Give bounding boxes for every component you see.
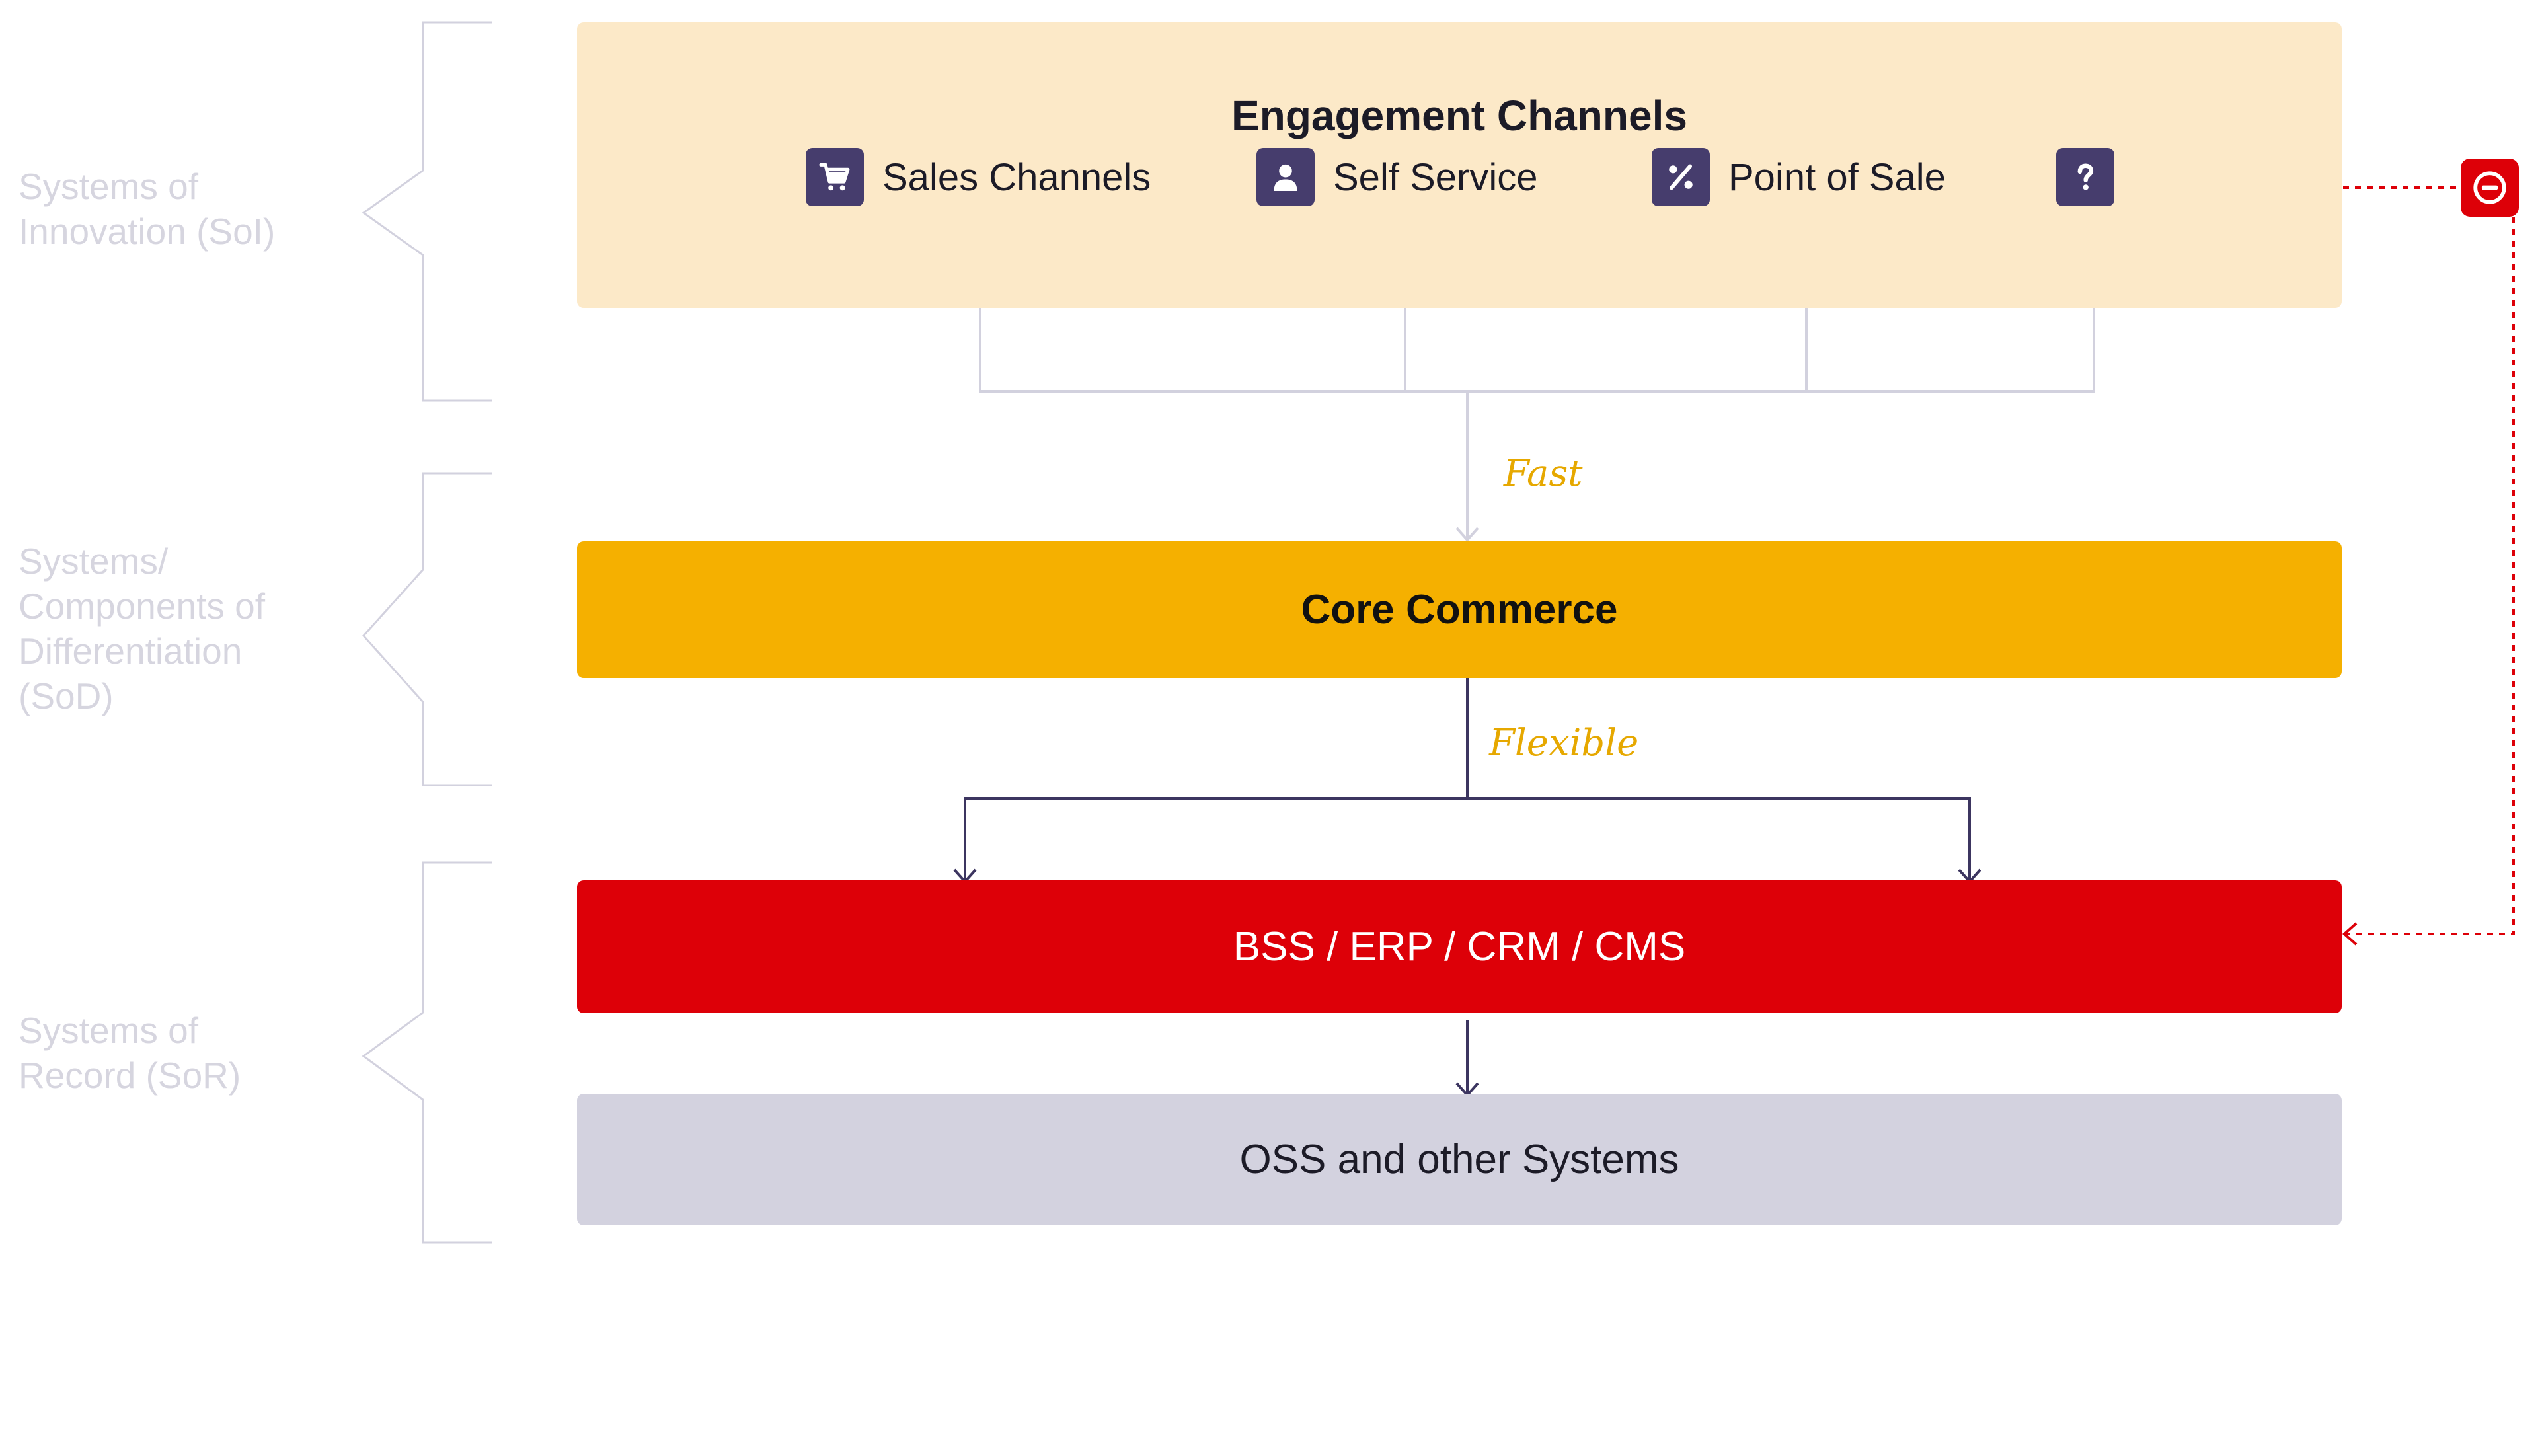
channel-point-of-sale[interactable]: Point of Sale xyxy=(1652,147,1946,208)
layer-brace-sod xyxy=(362,472,492,786)
fast-label: Fast xyxy=(1504,452,1583,495)
channel-self-service[interactable]: Self Service xyxy=(1256,147,1537,208)
flexible-label: Flexible xyxy=(1489,722,1639,765)
system-of-record-block[interactable]: BSS / ERP / CRM / CMS xyxy=(577,880,2342,1013)
channel-label: Self Service xyxy=(1333,155,1538,199)
sor-to-oss-arrow xyxy=(1455,1020,1479,1098)
user-icon xyxy=(1256,148,1315,206)
engagement-channels-title: Engagement Channels xyxy=(1231,92,1687,139)
core-commerce-block[interactable]: Core Commerce xyxy=(577,541,2342,678)
layer-brace-sor xyxy=(362,861,492,1244)
flexible-arrow xyxy=(964,678,1971,882)
channel-unknown[interactable] xyxy=(2056,147,2114,208)
channel-label: Point of Sale xyxy=(1728,155,1946,199)
system-of-record-title: BSS / ERP / CRM / CMS xyxy=(1233,924,1686,970)
layer-label-sod: Systems/ Components of Differentiation (… xyxy=(19,541,265,716)
layer-brace-soi xyxy=(362,21,492,402)
oss-block[interactable]: OSS and other Systems xyxy=(577,1094,2342,1225)
bypass-marker[interactable] xyxy=(2461,159,2519,217)
layer-label-sor: Systems of Record (SoR) xyxy=(19,1010,241,1096)
layer-label-soi: Systems of Innovation (SoI) xyxy=(19,166,276,252)
oss-title: OSS and other Systems xyxy=(1239,1137,1679,1182)
bypass-arrowhead xyxy=(2342,922,2358,946)
channel-sales[interactable]: Sales Channels xyxy=(806,147,1151,208)
percent-icon xyxy=(1652,148,1710,206)
core-commerce-title: Core Commerce xyxy=(1301,587,1618,632)
channel-connector xyxy=(979,308,2095,393)
stop-icon xyxy=(2473,171,2506,204)
question-icon xyxy=(2056,148,2114,206)
fast-arrow xyxy=(1455,391,1479,543)
engagement-channels-block[interactable]: Engagement Channels xyxy=(577,22,2342,308)
cart-icon xyxy=(806,148,864,206)
bypass-dotted-line xyxy=(2343,186,2515,935)
channel-label: Sales Channels xyxy=(882,155,1151,199)
